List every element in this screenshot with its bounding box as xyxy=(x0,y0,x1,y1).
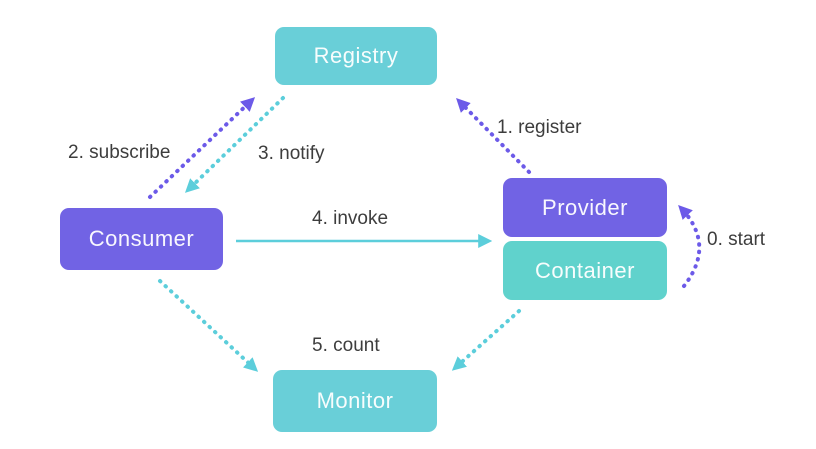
edge-label-start: 0. start xyxy=(707,229,766,250)
node-provider-label: Provider xyxy=(542,194,628,220)
edge-label-notify: 3. notify xyxy=(258,143,325,164)
register-arrow xyxy=(456,98,531,174)
edge-label-subscribe: 2. subscribe xyxy=(68,142,171,163)
node-container: Container xyxy=(503,241,667,300)
subscribe-arrow xyxy=(148,97,256,199)
node-monitor: Monitor xyxy=(273,370,437,432)
container-monitor-arrow xyxy=(451,309,521,371)
edge-label-register: 1. register xyxy=(497,117,582,138)
node-provider: Provider xyxy=(503,178,667,237)
node-container-label: Container xyxy=(535,257,635,283)
start-arrow xyxy=(678,204,702,288)
edge-label-invoke: 4. invoke xyxy=(312,208,389,229)
node-registry-label: Registry xyxy=(313,43,399,68)
edge-label-count: 5. count xyxy=(312,335,380,356)
node-registry: Registry xyxy=(275,27,437,85)
notify-arrow xyxy=(184,96,285,193)
node-consumer: Consumer xyxy=(60,208,223,270)
node-consumer-label: Consumer xyxy=(88,226,195,251)
count-arrow xyxy=(158,279,259,372)
node-monitor-label: Monitor xyxy=(316,388,394,413)
